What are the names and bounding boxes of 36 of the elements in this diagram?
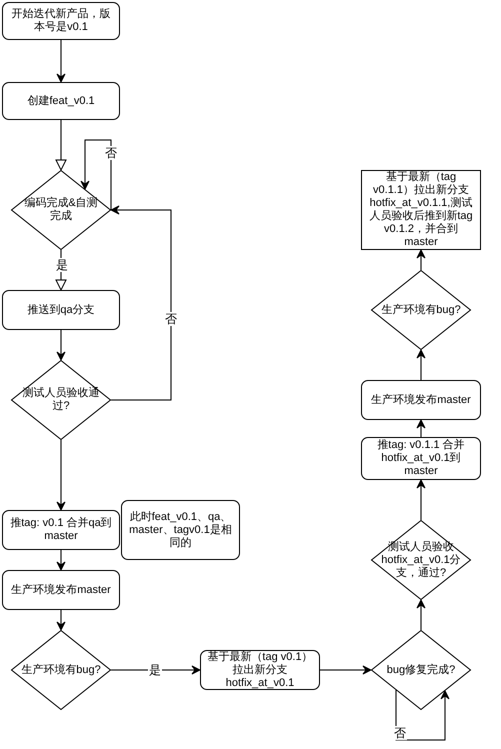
process-box: 推送到qa分支: [2, 290, 120, 330]
arrow: [56, 120, 66, 170]
note-box: 此时feat_v0.1、qa、master、tagv0.1是相同的: [121, 500, 240, 560]
decision-diamond: 测试人员验收通过?: [11, 360, 111, 440]
decision-diamond: 编码完成&自测完成: [11, 170, 111, 250]
decision-diamond: 生产环境有bug?: [371, 270, 471, 350]
edge-label: 是: [148, 663, 162, 677]
process-box: 推tag: v0.1 合并qa到master: [2, 510, 120, 550]
process-box: 生产环境发布master: [361, 380, 481, 420]
process-box: 生产环境发布master: [2, 570, 120, 610]
process-box: 开始迭代新产品，版本号是v0.1: [2, 2, 120, 40]
arrow: [80, 140, 112, 210]
arrow: [56, 440, 66, 510]
edge-label: 否: [393, 726, 407, 740]
arrow: [56, 550, 66, 570]
process-box: 基于最新（tag v0.1）拉出新分支 hotfix_at_v0.1: [200, 650, 320, 690]
arrow: [416, 350, 426, 380]
process-box: 创建feat_v0.1: [2, 82, 120, 120]
arrow: [320, 666, 372, 674]
edge-label: 否: [164, 312, 178, 326]
arrow: [416, 420, 426, 438]
arrow: [416, 600, 426, 630]
process-box: 推tag: v0.1.1 合并hotfix_at_v0.1到master: [361, 437, 481, 480]
arrow: [56, 40, 66, 82]
edge-label: 否: [104, 146, 118, 160]
arrow: [56, 610, 66, 630]
arrow: [396, 690, 450, 740]
decision-diamond: 测试人员验收hotfix_at_v0.1分支，通过?: [371, 520, 471, 600]
process-box: 基于最新（tag v0.1.1）拉出新分支hotfix_at_v0.1.1,测试人员验收后推到新tag v0.1.2，并合到master: [361, 170, 481, 250]
decision-diamond: 生产环境有bug?: [11, 630, 111, 710]
arrow: [110, 206, 172, 400]
arrow: [416, 250, 426, 270]
arrow: [416, 480, 426, 520]
edge-label: 是: [55, 258, 69, 272]
arrow: [56, 330, 66, 360]
decision-diamond: bug修复完成?: [371, 630, 471, 710]
